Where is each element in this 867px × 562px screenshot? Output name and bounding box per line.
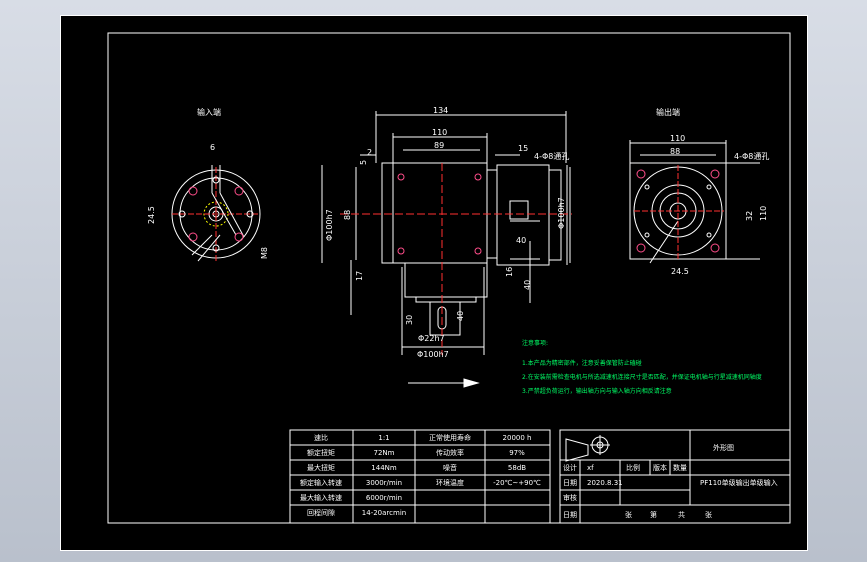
dim-out-88: 88 <box>670 147 680 156</box>
spec-cell: 环境温度 <box>436 478 464 487</box>
technical-notes: 注意事项: 1.本产品为精密部件，注意妥善保管防止磕碰 2.在安装前需检查电机与… <box>522 339 762 395</box>
dim-input-6: 6 <box>210 143 215 152</box>
spec-cell: 97% <box>509 449 525 457</box>
spec-cell: 6000r/min <box>366 494 402 502</box>
notes-title: 注意事项: <box>522 339 548 347</box>
title-block <box>559 429 791 524</box>
drawing-sheet: 输入端 6 24.5 M8 <box>60 15 808 551</box>
dim-out-110: 110 <box>670 134 685 143</box>
dim-40-b: 40 <box>523 280 532 290</box>
label-version: 版本 <box>653 463 667 472</box>
label-date: 日期 <box>563 479 577 487</box>
note-2: 2.在安装前需检查电机与所选减速机连接尺寸是否匹配，并保证电机轴与行星减速机同轴… <box>522 373 762 381</box>
spec-cell: 回程间隙 <box>307 508 335 517</box>
spec-cell: 噪音 <box>443 463 457 472</box>
dim-out-110-b: 110 <box>759 206 768 221</box>
dim-phi22h7: Φ22h7 <box>418 334 445 343</box>
dim-input-m8: M8 <box>260 247 269 259</box>
spec-cell: 额定输入转速 <box>300 478 342 487</box>
spec-cell: 最大输入转速 <box>300 493 342 502</box>
dim-16: 16 <box>505 267 514 277</box>
spec-table <box>289 429 551 524</box>
sheet-info-1: 张 <box>625 510 632 519</box>
sheet-info-2: 第 <box>650 510 657 519</box>
dim-phi100h7-right: Φ100h7 <box>557 197 566 229</box>
spec-cell: 3000r/min <box>366 479 402 487</box>
sheet-info-3: 共 <box>678 510 685 519</box>
dim-out-24-5: 24.5 <box>671 267 689 276</box>
input-view-label: 输入端 <box>197 107 221 117</box>
spec-cell: 正常使用寿命 <box>429 433 471 442</box>
spec-cell: 额定扭矩 <box>307 448 335 457</box>
note-3: 3.严禁超负荷运行，输出轴方向与输入轴方向相反请注意 <box>522 387 672 395</box>
dim-110: 110 <box>432 128 447 137</box>
dim-2: 2 <box>367 148 372 157</box>
note-1: 1.本产品为精密部件，注意妥善保管防止磕碰 <box>522 359 642 367</box>
dim-out-holes: 4-Φ8通孔 <box>734 151 769 161</box>
drawing-title: 外形图 <box>713 443 734 452</box>
spec-cell: 最大扭矩 <box>307 463 335 472</box>
dim-15: 15 <box>518 144 528 153</box>
outer-frame <box>60 15 808 551</box>
spec-cell: 58dB <box>508 464 526 472</box>
cad-drawing: 输入端 6 24.5 M8 <box>60 15 808 551</box>
spec-table-cells: 速比 1:1 正常使用寿命 20000 h 额定扭矩 72Nm 传动效率 97% 最大扭矩 144… <box>300 433 541 517</box>
output-view-label: 输出端 <box>656 107 680 117</box>
dim-phi100h7-bottom: Φ100h7 <box>417 350 449 359</box>
label-qty: 数量 <box>673 463 687 472</box>
spec-cell: 1:1 <box>378 434 389 442</box>
label-review: 审核 <box>563 493 577 502</box>
dim-88: 88 <box>343 210 352 220</box>
spec-cell: 14-20arcmin <box>362 509 406 517</box>
label-scale: 比例 <box>626 463 640 472</box>
dim-out-32: 32 <box>745 211 754 221</box>
dim-40-c: 40 <box>456 311 465 321</box>
sheet-info-4: 张 <box>705 510 712 519</box>
dim-holes-front: 4-Φ8通孔 <box>534 151 569 161</box>
dim-input-24-5: 24.5 <box>147 206 156 224</box>
part-name: PF110单级输出单级输入 <box>700 478 778 487</box>
spec-cell: 72Nm <box>374 449 395 457</box>
label-design: 设计 <box>563 463 577 472</box>
spec-cell: -20℃~+90℃ <box>493 479 541 487</box>
dim-89: 89 <box>434 141 444 150</box>
dim-134: 134 <box>433 106 448 115</box>
dim-40: 40 <box>516 236 526 245</box>
dim-17: 17 <box>355 271 364 281</box>
spec-cell: 144Nm <box>371 464 397 472</box>
spec-cell: 20000 h <box>503 434 532 442</box>
main-side-view <box>321 111 572 355</box>
view-direction-arrow <box>408 378 480 388</box>
date: 2020.8.31 <box>587 479 623 487</box>
label-date-2: 日期 <box>563 511 577 519</box>
dim-5: 5 <box>359 160 368 165</box>
input-end-view <box>171 165 261 262</box>
dim-30: 30 <box>405 315 414 325</box>
dim-phi100h7-left: Φ100h7 <box>325 209 334 241</box>
spec-cell: 速比 <box>314 433 328 442</box>
output-end-view <box>629 140 760 264</box>
spec-cell: 传动效率 <box>436 448 464 457</box>
designer: xf <box>587 464 594 472</box>
